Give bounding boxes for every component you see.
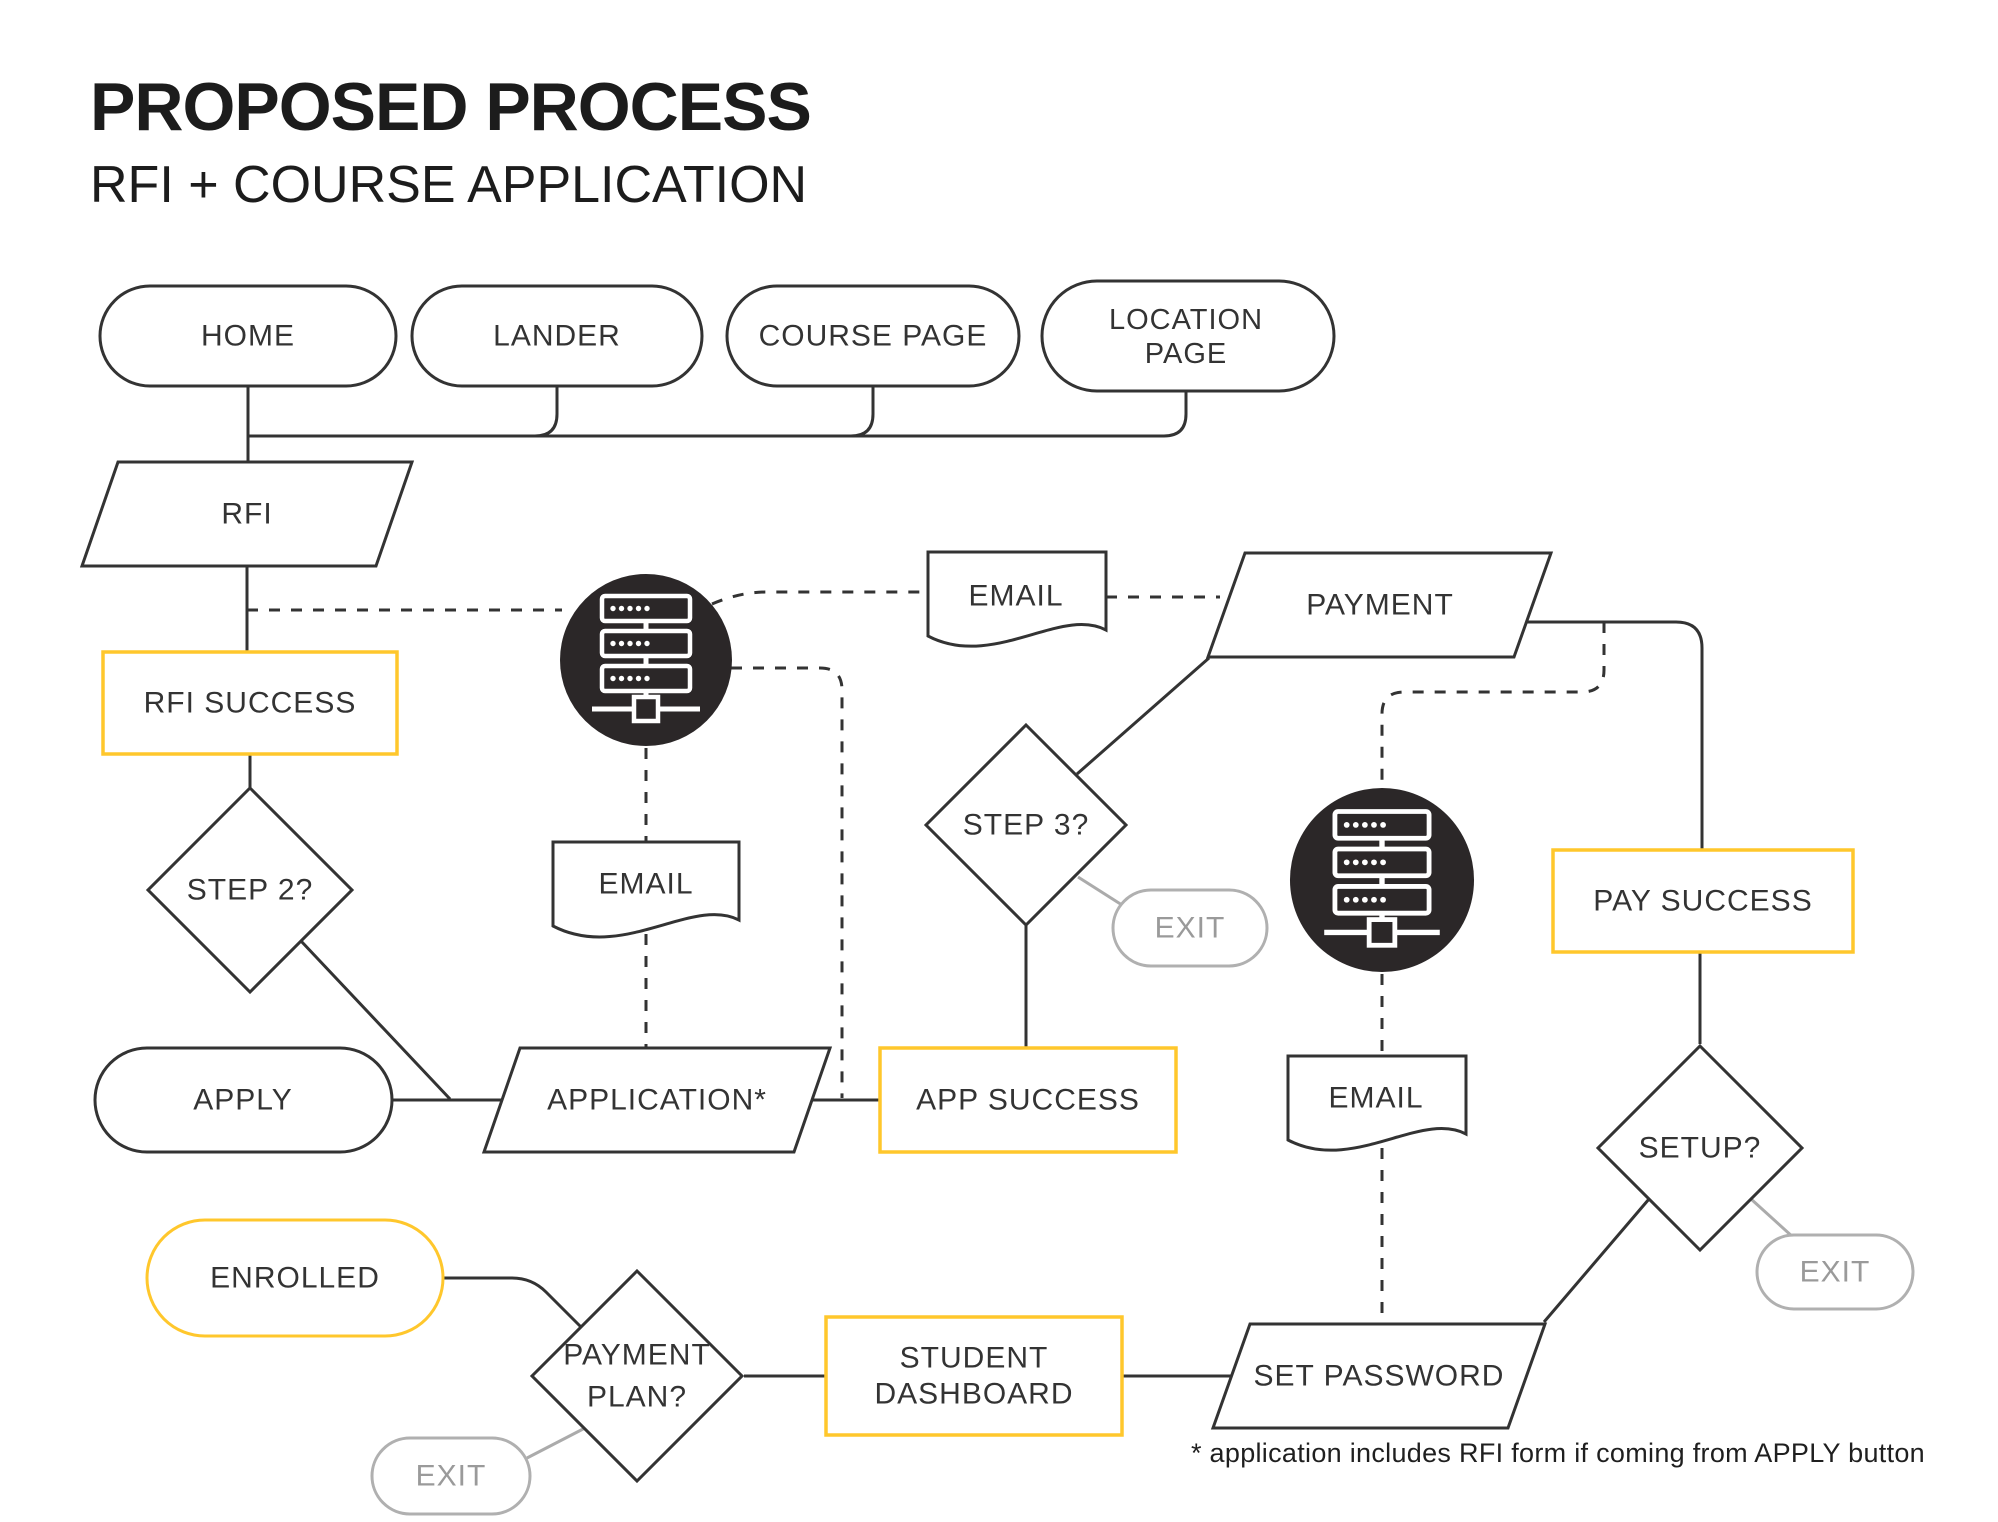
node-payment-plan-label-1: PAYMENT	[563, 1339, 711, 1372]
node-email-password: EMAIL	[1286, 1054, 1468, 1152]
node-enrolled: ENROLLED	[145, 1218, 445, 1338]
node-setup-label: SETUP?	[1639, 1132, 1762, 1165]
node-email-password-label: EMAIL	[1328, 1082, 1423, 1115]
node-enrolled-label: ENROLLED	[210, 1262, 380, 1295]
node-home-label: HOME	[201, 320, 295, 353]
node-student-dashboard-label-1: STUDENT	[900, 1342, 1049, 1375]
page-title: PROPOSED PROCESS	[90, 69, 811, 145]
node-exit-setup-label: EXIT	[1800, 1256, 1871, 1289]
node-setup-decision: SETUP?	[1595, 1043, 1805, 1253]
node-set-password: SET PASSWORD	[1210, 1322, 1548, 1430]
footnote: * application includes RFI form if comin…	[1191, 1438, 1925, 1468]
node-pay-success-label: PAY SUCCESS	[1593, 885, 1812, 918]
node-step2-decision: STEP 2?	[145, 785, 355, 995]
node-email-rfi: EMAIL	[551, 840, 741, 939]
server-icon	[560, 574, 732, 746]
node-email-payment: EMAIL	[926, 550, 1108, 648]
node-student-dashboard: STUDENT DASHBOARD	[824, 1315, 1124, 1437]
edge-payment-to-pay-success	[1524, 620, 1704, 850]
node-application: APPLICATION*	[481, 1046, 833, 1154]
node-home: HOME	[98, 284, 398, 388]
node-exit-step3: EXIT	[1111, 888, 1269, 968]
edge-payment-to-server-dashed	[1380, 622, 1606, 786]
node-location-page-label-2: PAGE	[1145, 338, 1227, 370]
node-payment-label: PAYMENT	[1306, 589, 1454, 622]
node-email-rfi-label: EMAIL	[598, 868, 693, 901]
node-location-page: LOCATION PAGE	[1040, 279, 1336, 393]
node-exit-payment-plan: EXIT	[370, 1436, 532, 1516]
node-rfi: RFI	[79, 460, 415, 568]
node-rfi-success: RFI SUCCESS	[101, 650, 399, 756]
edge-step3-to-payment	[1076, 656, 1210, 776]
edge-payment-plan-to-exit	[526, 1426, 586, 1460]
node-rfi-label: RFI	[221, 498, 272, 531]
node-rfi-success-label: RFI SUCCESS	[144, 687, 357, 720]
node-lander: LANDER	[410, 284, 704, 388]
edge-setup-to-exit	[1749, 1197, 1796, 1240]
node-set-password-label: SET PASSWORD	[1254, 1360, 1505, 1393]
edge-server-to-payment-email-dashed	[711, 590, 928, 606]
edge-step2-to-application	[299, 939, 452, 1101]
edge-course-page-to-bus	[850, 386, 875, 438]
node-step3-decision: STEP 3?	[923, 722, 1129, 928]
node-payment-plan-decision: PAYMENT PLAN?	[529, 1268, 745, 1484]
page-subtitle: RFI + COURSE APPLICATION	[90, 156, 807, 214]
node-application-label: APPLICATION*	[547, 1084, 767, 1117]
node-course-page-label: COURSE PAGE	[759, 320, 988, 353]
node-apply-label: APPLY	[193, 1084, 293, 1117]
edge-lander-to-bus	[534, 386, 559, 438]
edge-server-to-app-line-dashed	[731, 666, 844, 1098]
node-exit-payment-plan-label: EXIT	[416, 1460, 487, 1493]
node-pay-success: PAY SUCCESS	[1551, 848, 1855, 954]
node-lander-label: LANDER	[493, 320, 621, 353]
edge-payment-plan-to-enrolled	[443, 1276, 586, 1332]
node-email-payment-label: EMAIL	[968, 580, 1063, 613]
edge-setup-to-set-password	[1542, 1198, 1651, 1323]
node-location-page-label-1: LOCATION	[1109, 304, 1263, 336]
node-step3-label: STEP 3?	[963, 809, 1090, 842]
node-apply: APPLY	[93, 1046, 394, 1154]
edge-step3-to-exit	[1077, 875, 1123, 907]
node-course-page: COURSE PAGE	[725, 284, 1021, 388]
node-payment-plan-label-2: PLAN?	[587, 1381, 687, 1414]
node-student-dashboard-label-2: DASHBOARD	[874, 1378, 1073, 1411]
edge-location-page-to-bus	[1163, 386, 1188, 438]
node-exit-setup: EXIT	[1755, 1233, 1915, 1311]
server-icon	[1290, 788, 1474, 972]
node-step2-label: STEP 2?	[187, 874, 314, 907]
node-exit-step3-label: EXIT	[1155, 912, 1226, 945]
node-app-success: APP SUCCESS	[878, 1046, 1178, 1154]
node-payment: PAYMENT	[1205, 551, 1554, 659]
node-app-success-label: APP SUCCESS	[916, 1084, 1140, 1117]
